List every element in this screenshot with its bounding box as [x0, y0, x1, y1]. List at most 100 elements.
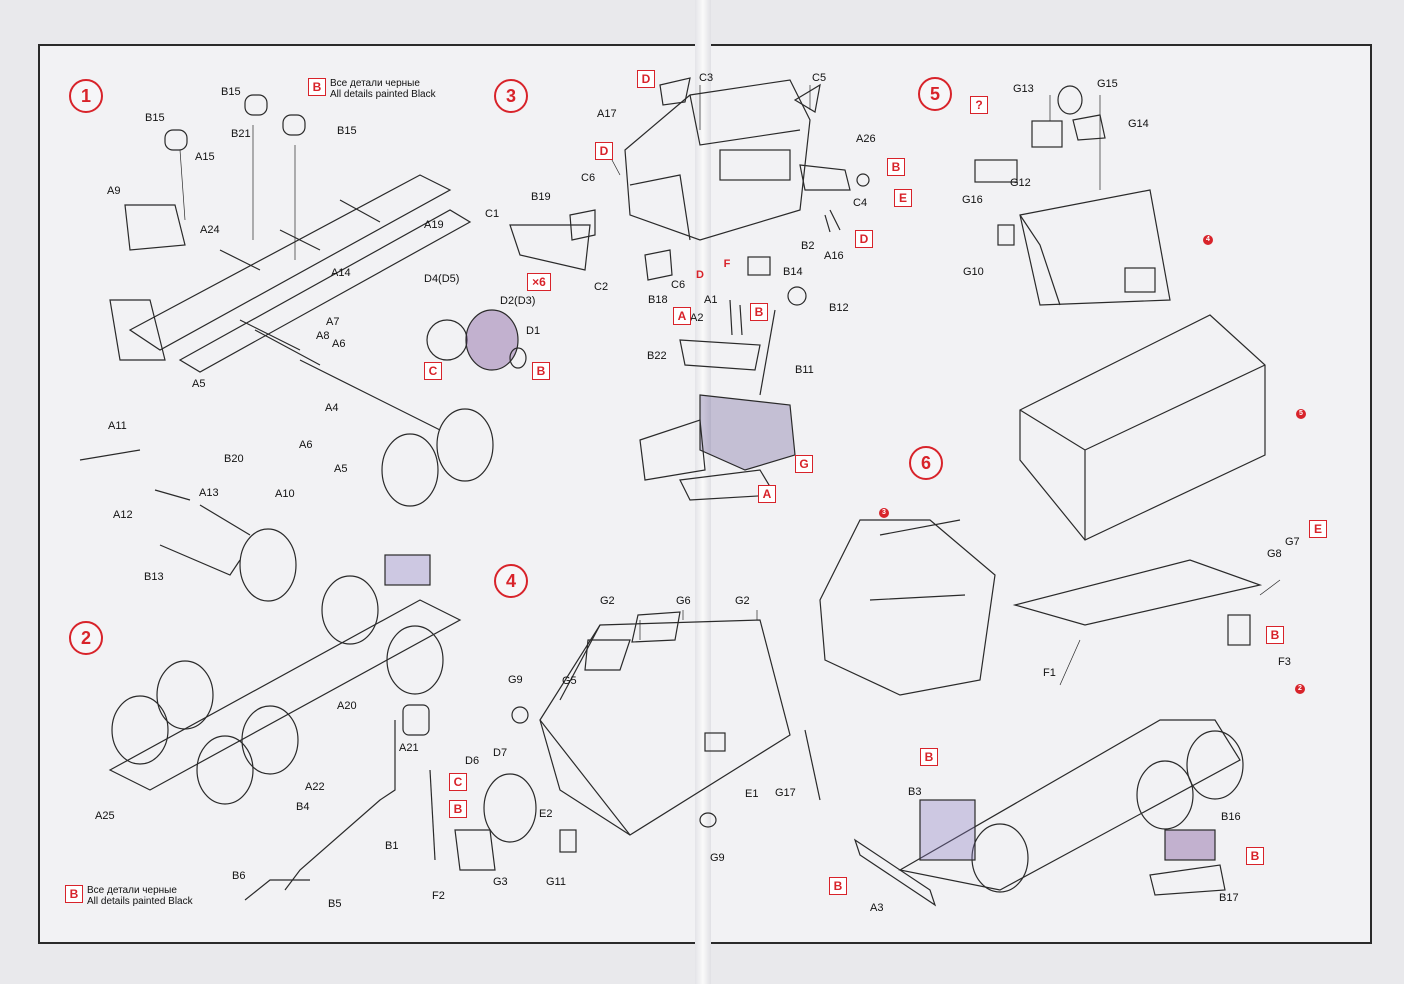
step-number-2: 2 [69, 621, 103, 655]
part-label: G9 [710, 852, 725, 864]
part-label: B1 [385, 840, 399, 852]
part-label: G6 [676, 595, 691, 607]
part-label: C5 [812, 72, 827, 84]
box-body-drawing [429, 611, 821, 871]
color-code-badge: A [673, 307, 691, 325]
part-label: A1 [704, 294, 718, 306]
part-label: A8 [316, 330, 330, 342]
color-code-badge: G [795, 455, 813, 473]
cab-drawing [509, 77, 870, 501]
part-label: A26 [856, 133, 876, 145]
color-code-badge: B [308, 78, 326, 96]
note-text-en: All details painted Black [87, 896, 193, 907]
color-code-badge: B [750, 303, 768, 321]
note-text-ru: Все детали черные [330, 78, 420, 89]
part-label: B16 [1221, 811, 1241, 823]
substep-ref: 3 [879, 508, 889, 518]
part-label: B5 [328, 898, 342, 910]
part-label: A24 [200, 224, 220, 236]
step5-drawing [974, 85, 1171, 306]
note-text-ru: Все детали черные [87, 885, 177, 896]
part-label: D7 [493, 747, 508, 759]
part-label: G17 [775, 787, 796, 799]
part-label: B12 [829, 302, 849, 314]
color-code-hex: F [723, 258, 731, 270]
part-label: B19 [531, 191, 551, 203]
part-label: B15 [337, 125, 357, 137]
step-number-1: 1 [69, 79, 103, 113]
part-label: A14 [331, 267, 351, 279]
black-paint-note-top: B Все детали черные All details painted … [308, 78, 436, 100]
part-label: C6 [671, 279, 686, 291]
part-label: A19 [424, 219, 444, 231]
part-label: G12 [1010, 177, 1031, 189]
color-code-badge: E [894, 189, 912, 207]
part-label: F2 [432, 890, 445, 902]
part-label: A10 [275, 488, 295, 500]
part-label: A22 [305, 781, 325, 793]
part-label: B17 [1219, 892, 1239, 904]
part-label: C6 [581, 172, 596, 184]
part-label: B21 [231, 128, 251, 140]
part-label: B15 [145, 112, 165, 124]
part-label: E1 [745, 788, 759, 800]
color-code-badge: ? [970, 96, 988, 114]
part-label: B4 [296, 801, 310, 813]
color-code-badge: D [637, 70, 655, 88]
part-label: B2 [801, 240, 815, 252]
wheel-drawings-step1 [239, 309, 527, 602]
part-label: A13 [199, 487, 219, 499]
part-label: D4(D5) [424, 273, 460, 285]
leader-lines [179, 85, 1281, 686]
part-label: C1 [485, 208, 500, 220]
part-label: A5 [334, 463, 348, 475]
full-chassis-drawing [108, 554, 462, 901]
part-label: G14 [1128, 118, 1149, 130]
step-number-5: 5 [918, 77, 952, 111]
substep-ref: 4 [1203, 235, 1213, 245]
color-code-badge: C [424, 362, 442, 380]
part-label: B15 [221, 86, 241, 98]
part-label: A21 [399, 742, 419, 754]
part-label: A17 [597, 108, 617, 120]
part-label: B14 [783, 266, 803, 278]
part-label: G16 [962, 194, 983, 206]
part-label: A7 [326, 316, 340, 328]
part-label: A9 [107, 185, 121, 197]
color-code-badge: C [449, 773, 467, 791]
color-code-badge: B [920, 748, 938, 766]
part-label: A16 [824, 250, 844, 262]
part-label: B18 [648, 294, 668, 306]
color-code-badge: B [887, 158, 905, 176]
part-label: A4 [325, 402, 339, 414]
part-label: G7 [1285, 536, 1300, 548]
part-label: G2 [600, 595, 615, 607]
part-label: A25 [95, 810, 115, 822]
part-label: G8 [1267, 548, 1282, 560]
part-label: G9 [508, 674, 523, 686]
part-label: G2 [735, 595, 750, 607]
part-label: B6 [232, 870, 246, 882]
part-label: A6 [332, 338, 346, 350]
part-label: F1 [1043, 667, 1056, 679]
color-code-badge: A [758, 485, 776, 503]
part-label: E2 [539, 808, 553, 820]
part-label: G10 [963, 266, 984, 278]
part-label: A15 [195, 151, 215, 163]
black-paint-note-bottom: B Все детали черные All details painted … [65, 885, 193, 907]
part-label: G15 [1097, 78, 1118, 90]
color-code-badge: B [1266, 626, 1284, 644]
part-label: B11 [795, 364, 814, 376]
part-label: A2 [690, 312, 704, 324]
part-label: G13 [1013, 83, 1034, 95]
part-label: D2(D3) [500, 295, 536, 307]
part-label: C3 [699, 72, 714, 84]
part-label: B22 [647, 350, 667, 362]
note-text-en: All details painted Black [330, 89, 436, 100]
part-label: A12 [113, 509, 133, 521]
color-code-badge: B [1246, 847, 1264, 865]
part-label: B20 [224, 453, 244, 465]
substep-ref: 5 [1296, 409, 1306, 419]
part-label: B3 [908, 786, 922, 798]
color-code-badge: B [532, 362, 550, 380]
